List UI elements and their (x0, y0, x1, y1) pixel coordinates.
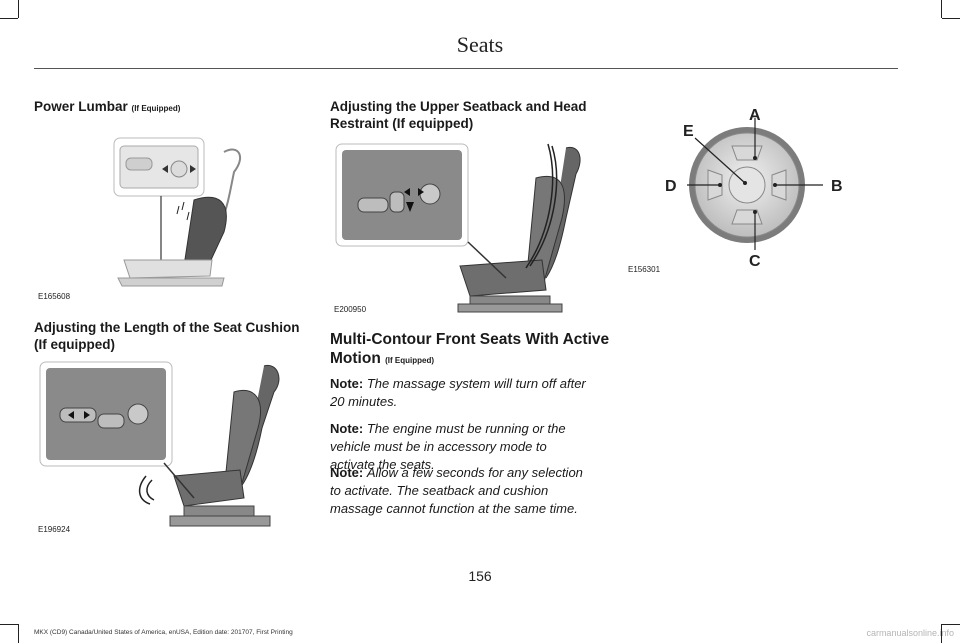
page-number: 156 (468, 568, 492, 584)
figure-id-upper: E200950 (334, 305, 367, 314)
note-text: massage cannot function at the same time… (330, 501, 578, 516)
section-heading-power-lumbar: Power Lumbar (If Equipped) (34, 98, 180, 117)
dial-label-e: E (683, 123, 694, 140)
note-text: Allow a few seconds for any selection (366, 465, 583, 480)
crop-mark (0, 18, 18, 19)
figure-seat-cushion (34, 358, 296, 536)
dial-label-c: C (749, 253, 761, 270)
crop-mark (18, 0, 19, 18)
heading-line: Restraint (If equipped) (330, 116, 474, 131)
watermark: carmanualsonline.info (866, 628, 954, 638)
dial-label-d: D (665, 178, 677, 195)
section-heading-multi-contour: Multi-Contour Front Seats With Active Mo… (330, 330, 609, 370)
header-rule (34, 68, 898, 69)
note-paragraph: Note: Allow a few seconds for any select… (330, 464, 615, 518)
heading-line: Multi-Contour Front Seats With Active (330, 331, 610, 348)
note-text: vehicle must be in accessory mode to (330, 439, 547, 454)
dial-label-a: A (749, 107, 761, 124)
note-text: activate the seats. (330, 457, 435, 472)
page-header-title: Seats (456, 32, 504, 57)
note-label: Note: (330, 376, 364, 391)
section-heading-upper-seatback: Adjusting the Upper Seatback and Head Re… (330, 98, 587, 132)
heading-line: Motion (330, 350, 381, 367)
heading-line: (If equipped) (34, 337, 115, 352)
note-text: to activate. The seatback and cushion (330, 483, 549, 498)
crop-mark (941, 0, 942, 18)
seat-cushion-illustration (39, 361, 280, 527)
massage-dial-diagram: A E D B C (665, 107, 843, 270)
note-paragraph: Note: The massage system will turn off a… (330, 375, 605, 411)
figure-id-lumbar: E165608 (38, 292, 71, 301)
heading-text: Power Lumbar (34, 99, 128, 114)
figure-upper-seatback (330, 138, 598, 314)
heading-qualifier: (If Equipped) (385, 356, 434, 365)
crop-mark (0, 624, 18, 625)
note-text: The massage system will turn off after (366, 376, 586, 391)
crop-mark (941, 624, 942, 643)
figure-power-lumbar (34, 132, 296, 304)
dial-center-button (728, 166, 766, 204)
figure-id-dial: E156301 (628, 265, 661, 274)
note-paragraph: Note: The engine must be running or the … (330, 420, 605, 474)
footer-text: MKX (CD9) Canada/United States of Americ… (34, 629, 293, 636)
seat-lumbar-illustration (113, 137, 242, 287)
note-text: 20 minutes. (330, 394, 398, 409)
dial-label-b: B (831, 178, 843, 195)
heading-line: Adjusting the Upper Seatback and Head (330, 99, 587, 114)
figure-massage-dial: A E D B C (625, 98, 895, 278)
heading-qualifier: (If Equipped) (131, 104, 181, 113)
note-label: Note: (330, 465, 364, 480)
section-heading-seat-cushion: Adjusting the Length of the Seat Cushion… (34, 319, 300, 353)
note-label: Note: (330, 421, 364, 436)
seat-upper-illustration (335, 143, 581, 313)
crop-mark (942, 18, 960, 19)
note-text: The engine must be running or the (366, 421, 566, 436)
crop-mark (942, 624, 960, 625)
figure-id-cushion: E196924 (38, 525, 71, 534)
crop-mark (18, 624, 19, 643)
heading-line: Adjusting the Length of the Seat Cushion (34, 320, 300, 335)
